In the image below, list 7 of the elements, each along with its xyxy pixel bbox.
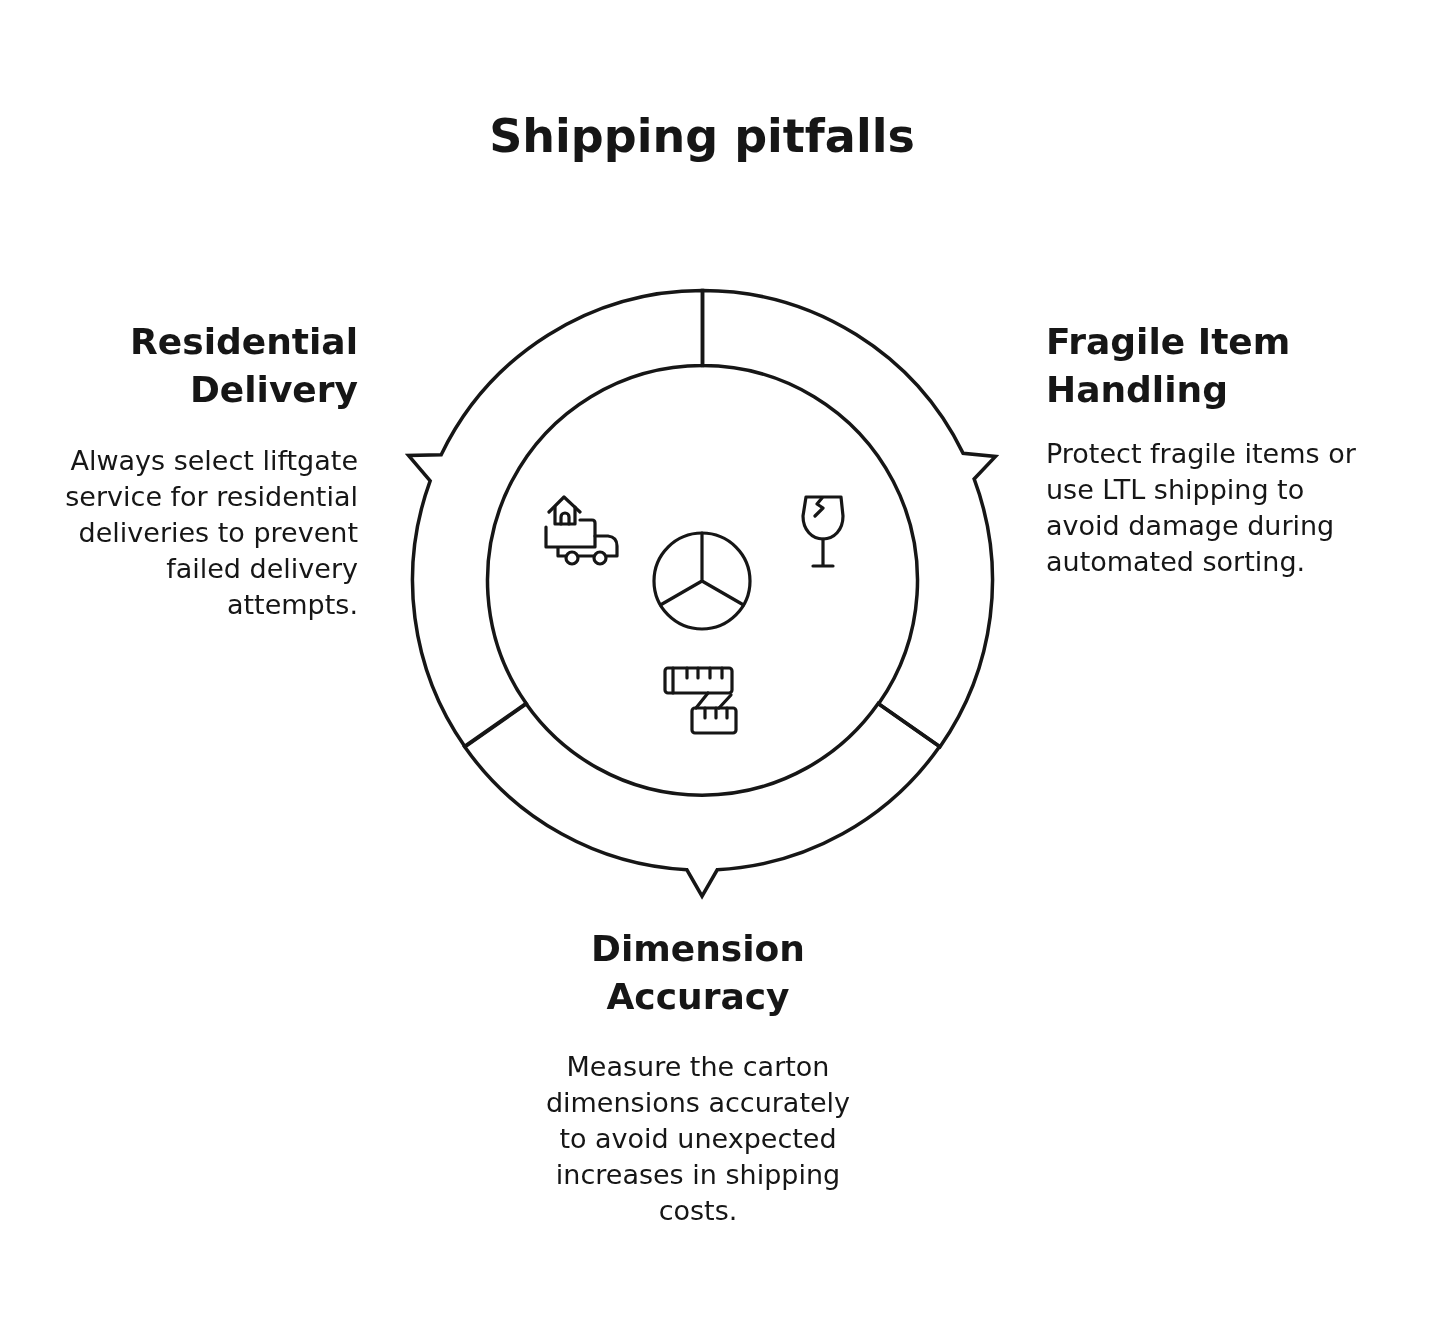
segment-description: Always select liftgate service for residential deliveries to prevent failed delivery attempts. — [64, 444, 358, 622]
segment-description: Protect fragile items or use LTL shipping to avoid damage during automated sorting. — [1046, 437, 1357, 579]
segment-heading: Fragile Item Handling — [1046, 320, 1292, 412]
segment-description: Measure the carton dimensions accurately to avoid unexpected increases in shipping costs. — [544, 1050, 852, 1228]
segment-heading: Residential Delivery — [129, 320, 358, 412]
diagram-title: Shipping pitfalls — [489, 108, 915, 165]
segment-heading: Dimension Accuracy — [590, 927, 806, 1019]
